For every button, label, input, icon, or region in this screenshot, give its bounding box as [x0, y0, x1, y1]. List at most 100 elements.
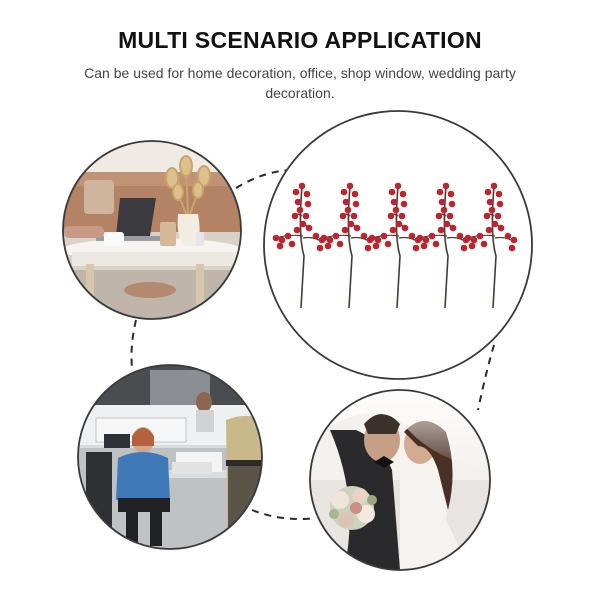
berry — [442, 182, 450, 190]
berry — [350, 212, 358, 220]
berry — [400, 200, 408, 208]
berry — [324, 242, 332, 250]
berry-stems — [272, 182, 518, 309]
berry — [446, 212, 454, 220]
berry — [476, 232, 484, 240]
berry — [392, 206, 400, 214]
berry — [488, 206, 496, 214]
berry — [353, 224, 361, 232]
wedding-photo — [310, 390, 490, 570]
berry — [436, 188, 444, 196]
berry — [460, 244, 468, 252]
berry-stem — [416, 182, 470, 309]
berry — [480, 240, 488, 248]
connector-home-product — [235, 169, 291, 189]
berry — [486, 198, 494, 206]
berry — [303, 190, 311, 198]
berry — [440, 206, 448, 214]
berry — [398, 212, 406, 220]
berry — [291, 212, 299, 220]
berry — [276, 242, 284, 250]
berry — [422, 236, 430, 244]
berry-stem — [272, 182, 326, 309]
berry — [490, 182, 498, 190]
berry — [428, 232, 436, 240]
wedding-scene-circle — [309, 389, 491, 571]
berry — [448, 200, 456, 208]
berry — [495, 190, 503, 198]
office-photo — [78, 365, 262, 549]
berry — [342, 198, 350, 206]
berry — [456, 232, 464, 240]
berry — [364, 244, 372, 252]
office-scene-circle — [77, 364, 263, 550]
berry — [360, 232, 368, 240]
berry — [352, 200, 360, 208]
berry — [447, 190, 455, 198]
berry — [272, 234, 280, 242]
living-room-photo — [63, 141, 241, 319]
berry — [395, 220, 403, 228]
connector-home-office — [130, 319, 137, 369]
berry — [449, 224, 457, 232]
berry — [316, 244, 324, 252]
berry — [288, 240, 296, 248]
berry — [464, 234, 472, 242]
berry — [326, 236, 334, 244]
berry — [394, 182, 402, 190]
dashed-connectors — [130, 169, 495, 520]
berry — [420, 242, 428, 250]
berry — [468, 242, 476, 250]
berry — [351, 190, 359, 198]
berry — [320, 234, 328, 242]
berry — [387, 212, 395, 220]
connector-product-wedding — [477, 344, 495, 411]
page-subtitle: Can be used for home decoration, office,… — [84, 65, 516, 101]
berry — [438, 198, 446, 206]
berry — [339, 212, 347, 220]
berry — [390, 198, 398, 206]
berry — [508, 244, 516, 252]
berry — [344, 206, 352, 214]
berry — [278, 236, 286, 244]
berry — [443, 220, 451, 228]
berry — [510, 236, 518, 244]
berry — [389, 226, 397, 234]
berry — [416, 234, 424, 242]
berry — [347, 220, 355, 228]
product-circle — [263, 110, 533, 380]
berry-stem — [320, 182, 374, 309]
bouquet — [329, 486, 377, 530]
berry — [304, 200, 312, 208]
berry — [483, 212, 491, 220]
berry — [435, 212, 443, 220]
berry — [298, 182, 306, 190]
berry — [292, 188, 300, 196]
berry — [496, 200, 504, 208]
berry — [340, 188, 348, 196]
berry — [494, 212, 502, 220]
berry — [437, 226, 445, 234]
berry — [432, 240, 440, 248]
berry — [346, 182, 354, 190]
berry — [294, 198, 302, 206]
berry — [504, 232, 512, 240]
berry — [401, 224, 409, 232]
berry — [399, 190, 407, 198]
page-title: MULTI SCENARIO APPLICATION — [118, 27, 482, 53]
berry — [302, 212, 310, 220]
berry — [384, 240, 392, 248]
berry — [470, 236, 478, 244]
connector-office-wedding — [251, 509, 317, 520]
berry — [412, 244, 420, 252]
berry — [388, 188, 396, 196]
berry — [408, 232, 416, 240]
berry — [484, 188, 492, 196]
berry — [305, 224, 313, 232]
berry — [312, 232, 320, 240]
berry — [284, 232, 292, 240]
berry — [341, 226, 349, 234]
berry — [374, 236, 382, 244]
berry — [380, 232, 388, 240]
